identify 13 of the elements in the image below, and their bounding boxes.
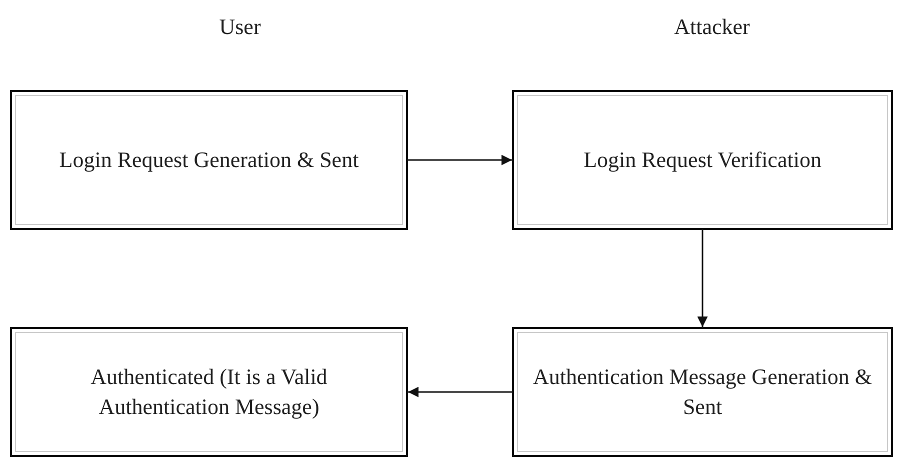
process-box bbox=[10, 90, 408, 230]
box-text: Login Request Generation & Sent bbox=[59, 146, 359, 174]
arrow bbox=[408, 154, 512, 166]
box-text: Authenticated (It is a Valid Authentication Message) bbox=[90, 363, 328, 421]
column-heading: Attacker bbox=[674, 14, 750, 40]
box-text: Authentication Message Generation & Sent bbox=[532, 363, 874, 421]
process-box bbox=[512, 90, 893, 230]
arrow bbox=[697, 230, 708, 327]
box-text: Login Request Verification bbox=[584, 146, 822, 174]
arrow bbox=[408, 386, 512, 398]
column-heading: User bbox=[219, 14, 261, 40]
process-box bbox=[512, 327, 893, 457]
process-box bbox=[10, 327, 408, 457]
